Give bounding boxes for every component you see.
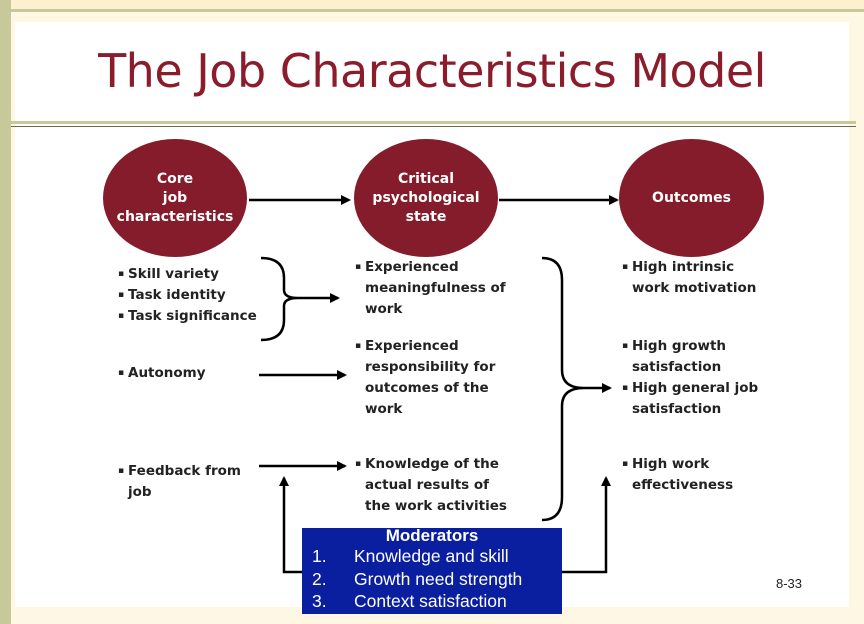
frame-left [0,0,11,624]
arrow-moderator-to-outcome-link [562,476,611,574]
moderator-item-3: 3.Context satisfaction [312,591,507,611]
title-rule-thin [11,126,856,127]
title-rule [11,121,856,124]
brace-critical-group [541,256,585,522]
slide-title: The Job Characteristics Model [98,44,766,98]
core-header-oval: Core job characteristics [103,139,247,257]
critical-header-label: Critical psychological state [372,170,480,225]
outcomes-header-oval: Outcomes [619,139,764,257]
outcomes-header-label: Outcomes [652,189,731,206]
moderators-box: Moderators 1.Knowledge and skill 2.Growt… [302,526,562,614]
moderators-title: Moderators [385,526,479,545]
core-item-autonomy: ▪Autonomy [118,365,206,381]
core-header-label: Core job characteristics [116,170,234,225]
arrow-moderator-to-link [279,476,302,574]
slide-area [15,22,849,607]
critical-header-oval: Critical psychological state [354,139,498,257]
core-item-skill-variety: ▪Skill variety [118,266,219,282]
frame-top-line [11,9,864,12]
brace-core-group [260,256,299,342]
frame-top [0,0,864,9]
moderator-item-1: 1.Knowledge and skill [312,546,509,566]
moderator-item-2: 2.Growth need strength [312,569,523,589]
page-number: 8-33 [776,576,803,591]
core-item-task-identity: ▪Task identity [118,287,226,303]
core-item-task-significance: ▪Task significance [118,308,257,324]
